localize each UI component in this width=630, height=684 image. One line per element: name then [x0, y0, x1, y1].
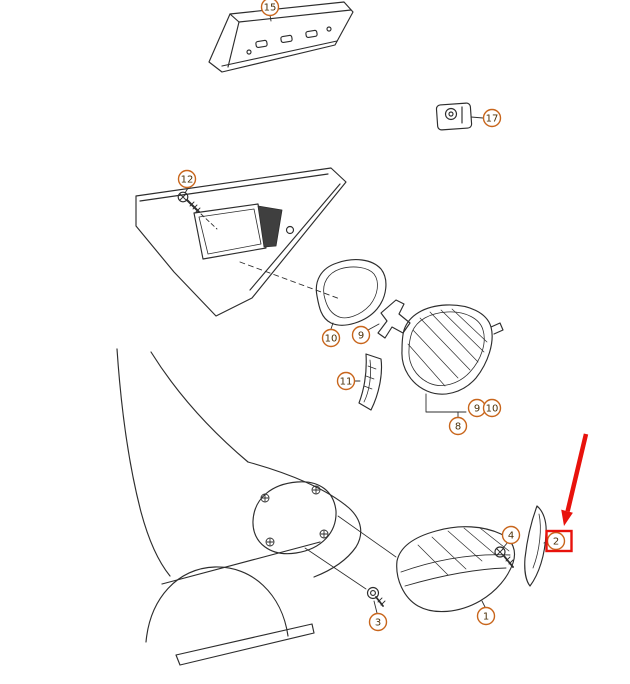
callout-2-highlighted[interactable]: 2: [546, 531, 566, 551]
callout-label: 10: [325, 334, 338, 345]
callout-17[interactable]: 17: [482, 108, 502, 128]
callout-label: 10: [486, 404, 499, 415]
highlight-arrow-head: [561, 509, 573, 526]
callout-layer: 15 17 12 10 9 11 9 10 8 4 2 3 1: [177, 0, 566, 632]
callout-15[interactable]: 15: [260, 0, 280, 17]
callout-label: 9: [474, 404, 480, 415]
inner-tail-lamp-drawing: [401, 304, 504, 419]
part-license-lamp-17-drawing: [435, 102, 484, 131]
part-screw-4-drawing: [494, 541, 514, 568]
callout-label: 1: [483, 612, 489, 623]
part-gasket-2-drawing: [524, 505, 549, 587]
callout-11[interactable]: 11: [336, 371, 356, 391]
diagram-line-art: [116, 1, 549, 666]
part-trim-11-drawing: [353, 353, 383, 411]
part-trim-panel-15-drawing: [208, 1, 354, 73]
callout-label: 9: [358, 331, 364, 342]
mount-holes: [260, 485, 329, 547]
callout-label: 12: [181, 175, 194, 186]
trunk-lid-panel-drawing: [135, 167, 347, 317]
highlight-box: [545, 529, 573, 553]
callout-label: 4: [508, 531, 514, 542]
callout-9[interactable]: 9: [351, 325, 371, 345]
highlight-arrow-shaft: [565, 433, 589, 512]
part-seal-10-drawing: [315, 259, 387, 330]
callout-10[interactable]: 10: [321, 328, 341, 348]
callout-label: 8: [455, 422, 461, 433]
inner-lamp-hatching: [407, 308, 488, 387]
callout-10[interactable]: 10: [482, 398, 502, 418]
callout-label: 17: [486, 114, 499, 125]
car-body-drawing: [116, 348, 397, 666]
callout-3[interactable]: 3: [368, 612, 388, 632]
callout-label: 15: [264, 3, 277, 14]
callout-4[interactable]: 4: [501, 525, 521, 545]
callout-12[interactable]: 12: [177, 169, 197, 189]
callout-label: 3: [375, 618, 381, 629]
callout-8[interactable]: 8: [448, 416, 468, 436]
callout-label: 11: [340, 377, 353, 388]
callout-1[interactable]: 1: [476, 606, 496, 626]
callout-label: 2: [553, 537, 559, 548]
part-bracket-9-drawing: [367, 299, 411, 339]
highlight-layer: [545, 433, 589, 553]
part-screw-3-drawing: [366, 586, 386, 614]
outer-tail-lamp-drawing: [396, 526, 516, 613]
